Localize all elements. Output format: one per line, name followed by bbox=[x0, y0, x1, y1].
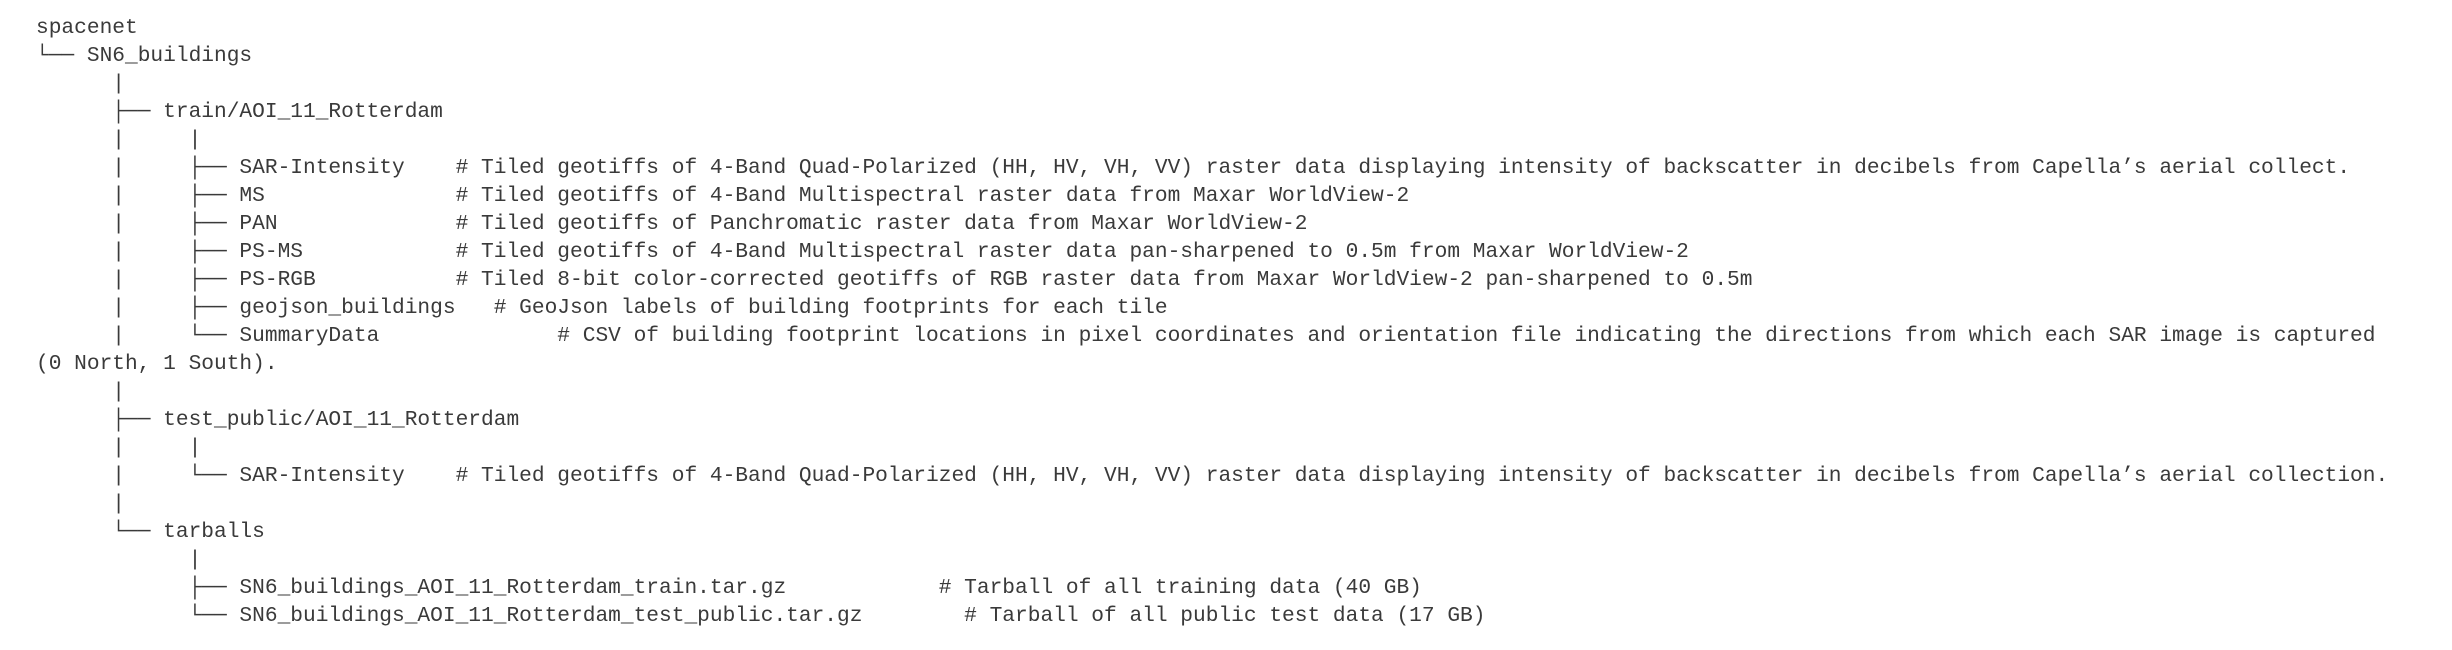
tree-leaf-train-ps-rgb: | ├── PS-RGB # Tiled 8-bit color-correct… bbox=[36, 268, 1753, 292]
tree-node-tarballs: └── tarballs bbox=[36, 520, 265, 544]
tree-connector: | bbox=[36, 72, 126, 96]
tree-connector: | | bbox=[36, 436, 202, 460]
tree-root-spacenet: spacenet bbox=[36, 16, 138, 40]
tree-leaf-train-tarball: ├── SN6_buildings_AOI_11_Rotterdam_train… bbox=[36, 576, 1422, 600]
tree-node-test-public: ├── test_public/AOI_11_Rotterdam bbox=[36, 408, 520, 432]
tree-leaf-train-sar-intensity: | ├── SAR-Intensity # Tiled geotiffs of … bbox=[36, 156, 2351, 180]
tree-leaf-train-summarydata: | └── SummaryData # CSV of building foot… bbox=[36, 324, 2376, 348]
tree-leaf-test-public-tarball: └── SN6_buildings_AOI_11_Rotterdam_test_… bbox=[36, 604, 1486, 628]
tree-node-sn6-buildings: └── SN6_buildings bbox=[36, 44, 253, 68]
tree-leaf-train-pan: | ├── PAN # Tiled geotiffs of Panchromat… bbox=[36, 212, 1308, 236]
tree-connector: | bbox=[36, 548, 202, 572]
tree-connector: | bbox=[36, 492, 126, 516]
tree-node-train: ├── train/AOI_11_Rotterdam bbox=[36, 100, 443, 124]
tree-connector: | | bbox=[36, 128, 202, 152]
tree-leaf-train-ps-ms: | ├── PS-MS # Tiled geotiffs of 4-Band M… bbox=[36, 240, 1689, 264]
tree-leaf-train-geojson-buildings: | ├── geojson_buildings # GeoJson labels… bbox=[36, 296, 1168, 320]
tree-wrapped-comment: (0 North, 1 South). bbox=[36, 352, 278, 376]
tree-leaf-test-sar-intensity: | └── SAR-Intensity # Tiled geotiffs of … bbox=[36, 464, 2389, 488]
tree-leaf-train-ms: | ├── MS # Tiled geotiffs of 4-Band Mult… bbox=[36, 184, 1410, 208]
tree-connector: | bbox=[36, 380, 126, 404]
directory-tree: spacenet └── SN6_buildings | ├── train/A… bbox=[36, 14, 2388, 630]
